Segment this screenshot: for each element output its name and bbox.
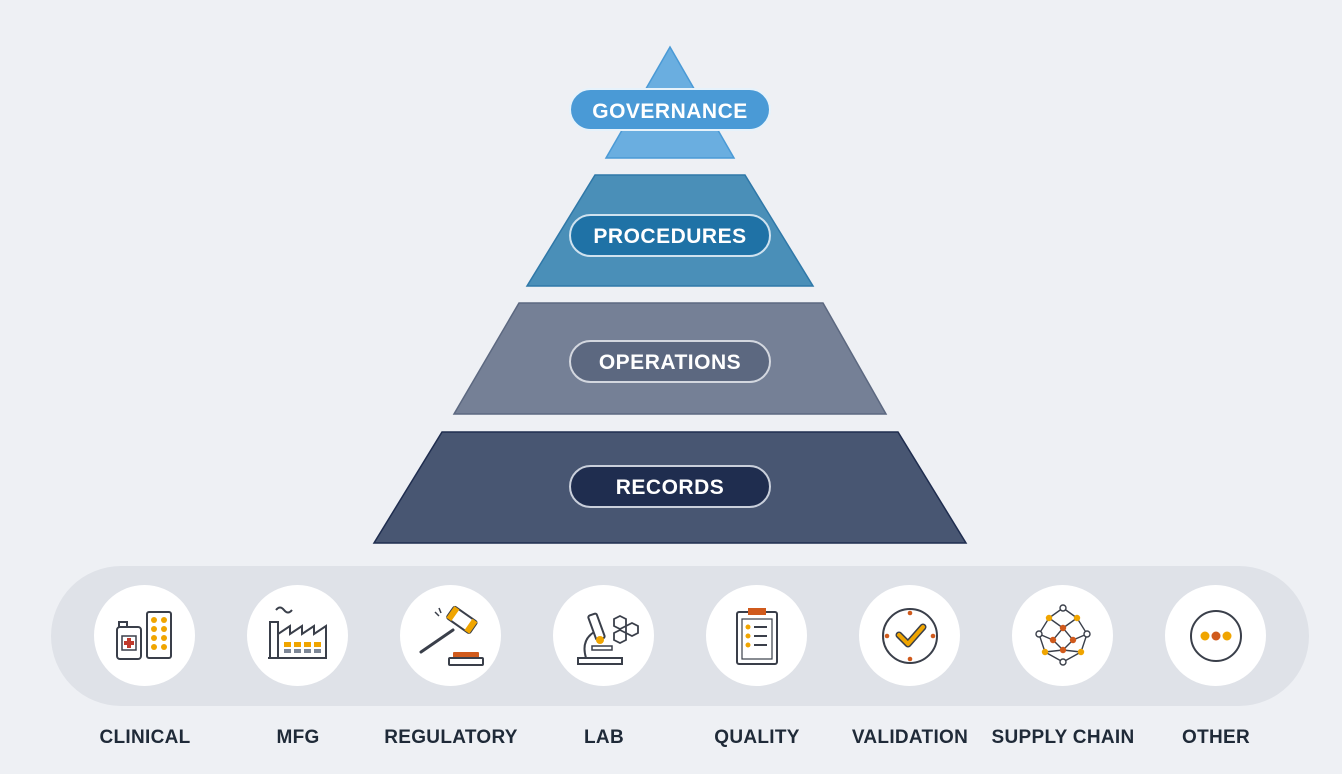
category-label-other: OTHER (1182, 727, 1250, 748)
level-label-governance: GOVERNANCE (592, 100, 748, 123)
pyramid-diagram: GOVERNANCE PROCEDURES OPERATIONS RECORDS (372, 45, 968, 544)
pyramid-level-procedures: PROCEDURES (525, 174, 815, 287)
category-label-validation: VALIDATION (851, 727, 969, 748)
level-label-records: RECORDS (616, 476, 725, 499)
gavel-icon (419, 605, 484, 666)
microscope-icon (576, 612, 639, 665)
category-label-supply-chain: SUPPLY CHAIN (991, 727, 1135, 748)
category-supply-chain[interactable] (1012, 585, 1113, 686)
category-validation[interactable] (859, 585, 960, 686)
category-regulatory[interactable] (400, 585, 501, 686)
category-label-quality: QUALITY (714, 727, 800, 748)
network-globe-icon (1034, 603, 1091, 666)
medicine-bottle-pills-icon (115, 610, 172, 660)
factory-icon (267, 606, 327, 659)
category-other[interactable] (1165, 585, 1266, 686)
checkmark-gauge-icon (881, 607, 938, 664)
category-mfg[interactable] (247, 585, 348, 686)
category-label-regulatory: REGULATORY (384, 727, 518, 748)
pyramid-level-operations: OPERATIONS (452, 302, 888, 415)
pyramid-level-records: RECORDS (372, 431, 968, 544)
category-clinical[interactable] (94, 585, 195, 686)
category-lab[interactable] (553, 585, 654, 686)
category-quality[interactable] (706, 585, 807, 686)
pyramid-level-governance: GOVERNANCE (569, 45, 771, 159)
category-label-clinical: CLINICAL (99, 727, 191, 748)
level-label-operations: OPERATIONS (599, 351, 741, 374)
category-label-mfg: MFG (276, 727, 320, 748)
clipboard-checklist-icon (735, 607, 778, 665)
more-dots-icon (1189, 609, 1242, 662)
category-band (51, 566, 1309, 706)
category-label-lab: LAB (584, 727, 624, 748)
level-label-procedures: PROCEDURES (593, 225, 746, 248)
